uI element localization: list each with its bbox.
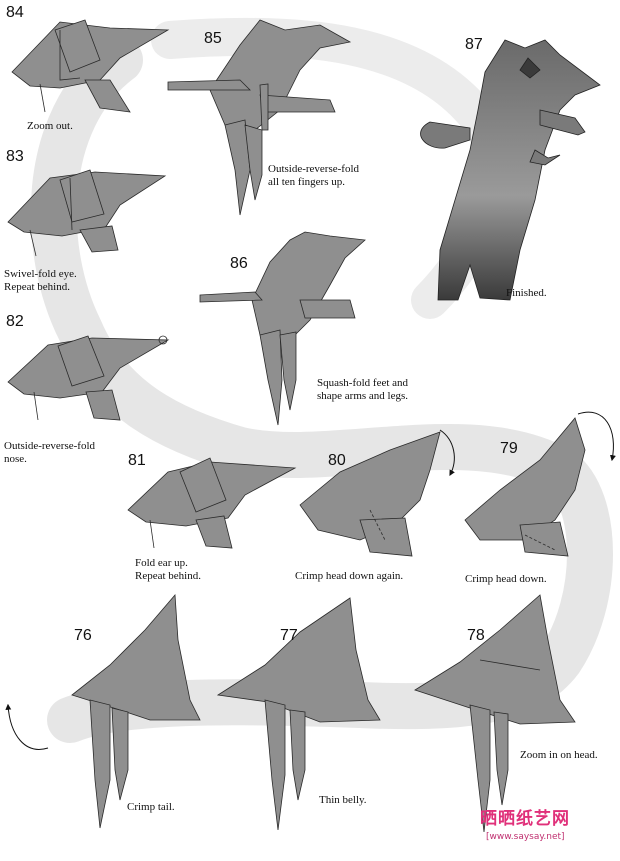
step-83-figure [7, 169, 167, 257]
step-number: 78 [467, 627, 485, 644]
step-caption: Zoom in on head. [520, 749, 598, 761]
step-86-figure [199, 231, 366, 426]
step-84-figure [11, 19, 170, 113]
step-caption: Zoom out. [27, 120, 73, 132]
step-caption: Thin belly. [319, 794, 367, 806]
watermark-logo: 晒晒纸艺网 [480, 809, 570, 829]
step-79-arrow [577, 411, 616, 462]
step-76-figure [71, 593, 201, 829]
step-number: 84 [6, 4, 24, 21]
step-number: 83 [6, 148, 24, 165]
step-caption: Squash-fold feet and shape arms and legs… [317, 377, 409, 402]
step-caption: Fold ear up. Repeat behind. [135, 557, 201, 582]
step-number: 79 [500, 440, 518, 457]
step-caption: Outside-reverse-fold nose. [4, 440, 96, 465]
step-number: 86 [230, 255, 248, 272]
step-caption: Crimp head down again. [295, 570, 404, 582]
step-79-figure [464, 417, 586, 557]
step-80-figure [299, 431, 441, 557]
step-number: 76 [74, 627, 92, 644]
step-81-figure [127, 457, 297, 549]
step-number: 82 [6, 313, 24, 330]
step-number: 81 [128, 452, 146, 469]
step-number: 80 [328, 452, 346, 469]
step-number: 87 [465, 36, 483, 53]
step-76-arrow [5, 703, 49, 750]
watermark-url: [www.saysay.net] [486, 832, 565, 842]
step-number: 85 [204, 30, 222, 47]
step-caption: Crimp tail. [127, 801, 175, 813]
step-caption: Swivel-fold eye. Repeat behind. [4, 268, 77, 293]
step-82-figure [7, 335, 170, 421]
step-caption: Crimp head down. [465, 573, 547, 585]
step-87-figure [420, 39, 601, 301]
step-80-arrow [439, 429, 455, 477]
step-85-figure [167, 19, 352, 216]
step-78-figure [414, 594, 576, 833]
step-caption: Outside-reverse-fold all ten fingers up. [268, 163, 360, 188]
step-77-figure [216, 597, 381, 831]
step-number: 77 [280, 627, 298, 644]
step-caption: Finished. [506, 287, 547, 299]
